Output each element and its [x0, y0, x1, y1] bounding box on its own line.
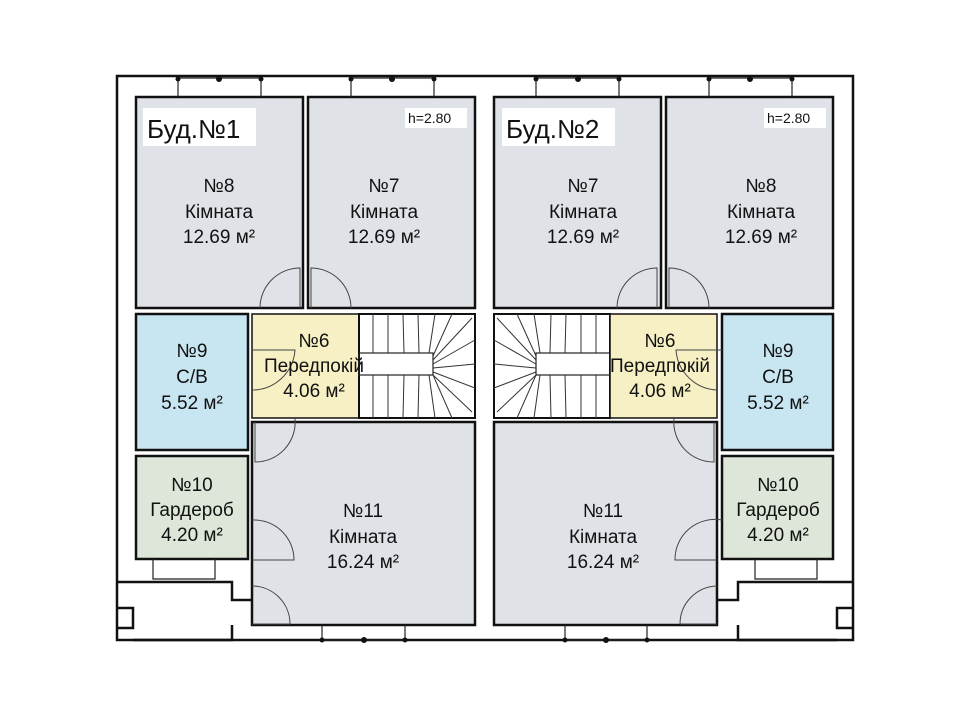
room-area: 16.24 м² [327, 552, 399, 573]
room-number: №9 [177, 341, 208, 362]
room-number: №10 [757, 475, 799, 496]
room-name: Передпокій [264, 356, 364, 377]
room-name: Кімната [350, 202, 418, 223]
window-room7-b1 [348, 76, 437, 97]
room-name: Кімната [185, 202, 253, 223]
room-area: 4.06 м² [283, 381, 345, 402]
room-area: 12.69 м² [348, 227, 420, 248]
outer-wall [115, 74, 855, 642]
door-bath-b1 [251, 349, 296, 391]
door-room7-b2 [616, 267, 658, 309]
room-number: №10 [171, 475, 213, 496]
room-area: 4.20 м² [747, 525, 809, 546]
room-name: Кімната [727, 202, 795, 223]
building-label-b2: Буд.№2 [506, 114, 599, 144]
room-9-b2[interactable] [720, 312, 835, 452]
room-name: Кімната [329, 527, 397, 548]
room-6-b2[interactable] [609, 313, 718, 419]
height-label-bg-b1 [405, 108, 467, 128]
room-11-b2[interactable] [492, 420, 719, 627]
room-number: №8 [746, 176, 777, 197]
room-area: 16.24 м² [567, 552, 639, 573]
room-number: №6 [645, 331, 676, 352]
door-entrance-b1 [251, 585, 291, 625]
room-area: 12.69 м² [183, 227, 255, 248]
window-wardrobe-b2 [754, 559, 818, 580]
room-name: Гардероб [150, 500, 234, 521]
window-room11-b1 [319, 625, 408, 643]
window-room8-b1 [175, 76, 264, 97]
room-name: Кімната [569, 527, 637, 548]
window-wardrobe-b1 [152, 559, 216, 580]
room-area: 12.69 м² [547, 227, 619, 248]
stair-steps-b2 [493, 313, 597, 419]
room-8-b2[interactable] [664, 95, 835, 310]
height-label-bg-b2 [764, 108, 826, 128]
window-room8-b2 [706, 76, 795, 97]
room-10-b2[interactable] [720, 454, 835, 561]
room-11-b1[interactable] [250, 420, 477, 627]
window-room7-b2 [533, 76, 622, 97]
room-area: 5.52 м² [747, 393, 809, 414]
building-label-bg-b2 [502, 108, 615, 146]
room-number: №7 [369, 176, 400, 197]
room-area: 5.52 м² [161, 393, 223, 414]
door-room11-b2 [673, 417, 715, 463]
room-name: С/В [762, 367, 794, 388]
entrance-b1 [117, 580, 252, 642]
room-area: 4.20 м² [161, 525, 223, 546]
door-wardrobe-b2 [674, 518, 723, 561]
ceiling-height-b2: h=2.80 [767, 110, 810, 126]
room-7-b1[interactable] [306, 95, 477, 310]
building-label-bg-b1 [143, 108, 256, 146]
room-name: С/В [176, 367, 208, 388]
building-1: Буд.№1 h=2.80 №8 Кімната 12.69 м² №7 Кім… [117, 76, 477, 643]
room-area: 4.06 м² [629, 381, 691, 402]
room-10-b1[interactable] [134, 454, 250, 561]
stair-steps-b1 [372, 313, 476, 419]
window-room11-b2 [562, 625, 650, 643]
room-9-b1[interactable] [134, 312, 250, 452]
ceiling-height-b1: h=2.80 [408, 110, 451, 126]
door-room8-b2 [668, 267, 710, 309]
door-room7-b1 [310, 267, 352, 309]
door-room8-b1 [259, 267, 301, 309]
room-name: Гардероб [736, 500, 820, 521]
room-number: №9 [763, 341, 794, 362]
room-area: 12.69 м² [725, 227, 797, 248]
room-number: №11 [343, 501, 383, 522]
building-2: Буд.№2 h=2.80 №7 Кімната 12.69 м² №8 Кім… [492, 76, 853, 643]
room-number: №7 [568, 176, 599, 197]
door-room11-b1 [254, 417, 296, 463]
room-name: Кімната [549, 202, 617, 223]
room-number: №8 [204, 176, 235, 197]
entrance-b2 [717, 580, 853, 642]
building-label-b1: Буд.№1 [147, 114, 240, 144]
door-entrance-b2 [679, 585, 718, 625]
room-name: Передпокій [610, 356, 710, 377]
room-number: №11 [583, 501, 623, 522]
door-bath-b2 [675, 349, 722, 391]
room-number: №6 [299, 331, 330, 352]
door-wardrobe-b1 [251, 519, 295, 561]
